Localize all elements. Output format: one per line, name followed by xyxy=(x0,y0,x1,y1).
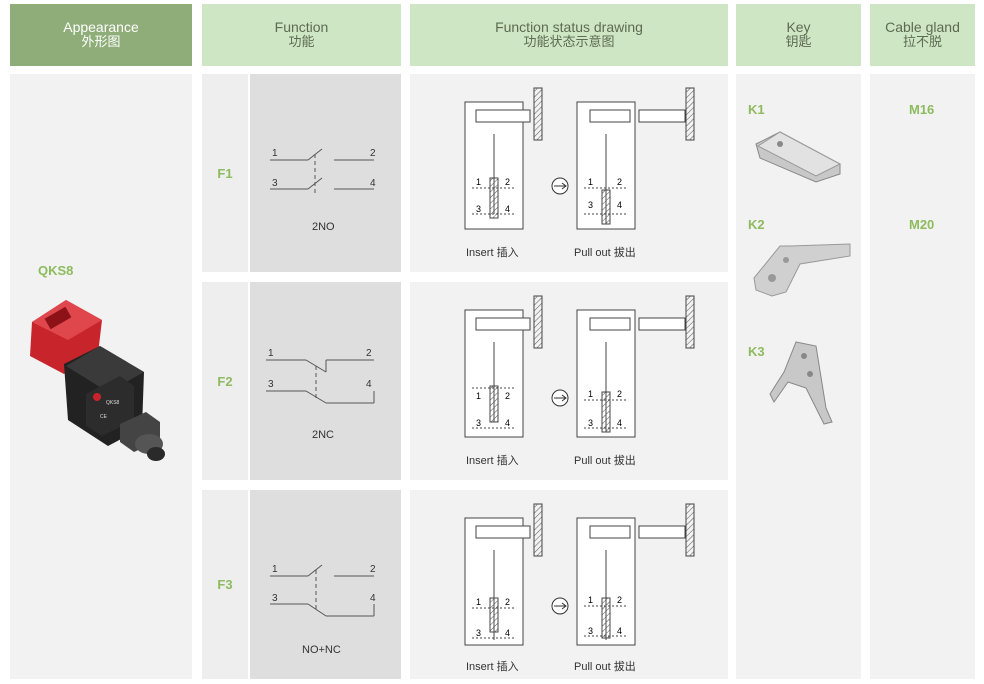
svg-text:3: 3 xyxy=(588,626,593,636)
svg-text:3: 3 xyxy=(476,628,481,638)
svg-text:3: 3 xyxy=(588,200,593,210)
svg-text:3: 3 xyxy=(272,178,278,189)
svg-text:4: 4 xyxy=(505,628,510,638)
svg-text:1: 1 xyxy=(588,177,593,187)
cable-m16-label: M16 xyxy=(909,102,935,117)
header-appearance-en: Appearance xyxy=(63,19,139,35)
status-row-f3: 1 2 3 4 Insert 插入 1 2 3 4 Pull out 拔出 xyxy=(410,490,728,679)
insert-label-f2: Insert 插入 xyxy=(466,453,519,467)
svg-text:2: 2 xyxy=(617,389,622,399)
svg-text:1: 1 xyxy=(476,391,481,401)
product-model: QKS8 xyxy=(38,263,74,278)
svg-text:4: 4 xyxy=(617,626,622,636)
header-cable-cn: 拉不脱 xyxy=(902,35,942,50)
svg-text:4: 4 xyxy=(366,379,372,390)
function-type-f2: 2NC xyxy=(312,429,334,441)
svg-text:2: 2 xyxy=(617,595,622,605)
svg-text:1: 1 xyxy=(476,177,481,187)
header-function: Function 功能 xyxy=(202,4,401,66)
header-appearance: Appearance 外形图 xyxy=(10,4,192,66)
status-drawing-f1: 1 2 3 4 Insert 插入 1 2 3 4 Pull out 拔出 xyxy=(464,87,695,259)
svg-text:4: 4 xyxy=(370,178,376,189)
pullout-label-f2: Pull out 拔出 xyxy=(574,453,636,467)
function-code-f3: F3 xyxy=(202,490,248,679)
diagram-2no: 1 2 3 4 2NO xyxy=(270,148,376,233)
status-row-f1: 1 2 3 4 Insert 插入 1 2 3 4 Pull out 拔出 xyxy=(410,74,728,272)
switch-label: QKS8 xyxy=(106,400,120,406)
function-type-f3: NO+NC xyxy=(302,644,341,656)
function-type-f1: 2NO xyxy=(312,221,335,233)
switch-photo: QKS8 CE xyxy=(30,300,165,461)
function-diagram-f1: 1 2 3 4 2NO xyxy=(250,74,401,272)
svg-text:4: 4 xyxy=(505,418,510,428)
header-function-en: Function xyxy=(274,19,329,35)
svg-text:2: 2 xyxy=(505,177,510,187)
svg-text:2: 2 xyxy=(505,597,510,607)
svg-text:4: 4 xyxy=(370,593,376,604)
diagram-2nc: 1 2 3 4 2NC xyxy=(266,348,375,441)
status-drawing-f3: 1 2 3 4 Insert 插入 1 2 3 4 Pull out 拔出 xyxy=(464,503,695,673)
svg-text:3: 3 xyxy=(268,379,274,390)
appearance-cell: QKS8 QKS8 CE xyxy=(10,74,192,679)
key-k1-label: K1 xyxy=(748,102,765,117)
key-k1-image xyxy=(755,131,842,183)
svg-text:3: 3 xyxy=(588,418,593,428)
header-status-en: Function status drawing xyxy=(495,19,643,35)
cable-m20-label: M20 xyxy=(909,217,935,232)
pullout-label-f1: Pull out 拔出 xyxy=(574,245,636,259)
svg-text:2: 2 xyxy=(366,348,372,359)
function-diagram-f2: 1 2 3 4 2NC xyxy=(250,282,401,480)
svg-text:4: 4 xyxy=(505,204,510,214)
svg-text:CE: CE xyxy=(100,414,108,420)
svg-text:3: 3 xyxy=(476,204,481,214)
insert-label-f3: Insert 插入 xyxy=(466,659,519,673)
svg-text:2: 2 xyxy=(617,177,622,187)
header-key-en: Key xyxy=(786,19,811,35)
header-appearance-cn: 外形图 xyxy=(81,35,121,50)
svg-text:1: 1 xyxy=(476,597,481,607)
svg-text:1: 1 xyxy=(588,595,593,605)
svg-text:4: 4 xyxy=(617,418,622,428)
key-k2-image xyxy=(753,243,851,297)
pullout-label-f3: Pull out 拔出 xyxy=(574,659,636,673)
header-key-cn: 钥匙 xyxy=(785,35,812,50)
header-cable: Cable gland 拉不脱 xyxy=(870,4,975,66)
insert-label-f1: Insert 插入 xyxy=(466,245,519,259)
header-function-cn: 功能 xyxy=(288,35,315,50)
svg-text:1: 1 xyxy=(272,564,278,575)
svg-text:2: 2 xyxy=(370,148,376,159)
header-cable-en: Cable gland xyxy=(885,19,960,35)
key-k3-label: K3 xyxy=(748,344,765,359)
cable-cell: M16 M20 xyxy=(870,74,975,679)
status-drawing-f2: 1 2 3 4 Insert 插入 1 2 3 4 Pull out 拔出 xyxy=(464,295,695,467)
diagram-no-nc: 1 2 3 4 NO+NC xyxy=(270,564,376,656)
svg-text:2: 2 xyxy=(505,391,510,401)
svg-text:1: 1 xyxy=(272,148,278,159)
svg-text:4: 4 xyxy=(617,200,622,210)
key-k3-image xyxy=(769,341,833,425)
svg-text:1: 1 xyxy=(268,348,274,359)
header-status: Function status drawing 功能状态示意图 xyxy=(410,4,728,66)
svg-text:1: 1 xyxy=(588,389,593,399)
key-k2-label: K2 xyxy=(748,217,765,232)
key-cell: K1 K2 K3 xyxy=(736,74,861,679)
header-status-cn: 功能状态示意图 xyxy=(523,35,615,50)
status-row-f2: 1 2 3 4 Insert 插入 1 2 3 4 Pull out 拔出 xyxy=(410,282,728,480)
function-code-f2: F2 xyxy=(202,282,248,480)
svg-text:3: 3 xyxy=(272,593,278,604)
svg-text:2: 2 xyxy=(370,564,376,575)
header-key: Key 钥匙 xyxy=(736,4,861,66)
function-diagram-f3: 1 2 3 4 NO+NC xyxy=(250,490,401,679)
function-code-f1: F1 xyxy=(202,74,248,272)
svg-text:3: 3 xyxy=(476,418,481,428)
